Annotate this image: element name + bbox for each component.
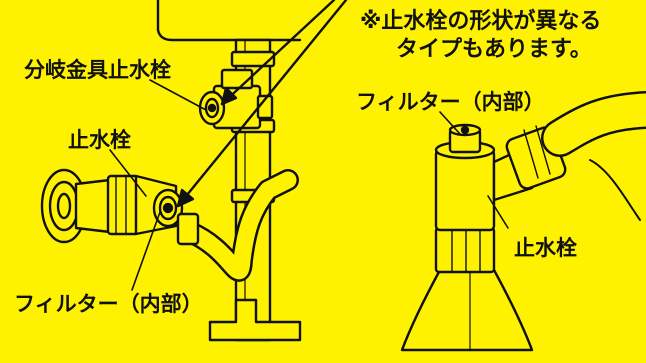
cabinet-edge <box>156 0 302 42</box>
label-filter-left: フィルター（内部） <box>14 292 203 316</box>
valve-cylinder <box>434 148 496 232</box>
flex-hose-inner <box>181 171 297 280</box>
note-line-1: ※止水栓の形状が異なる <box>360 9 602 34</box>
left-plumbing-drawing <box>40 0 302 342</box>
right-hose-inner <box>543 93 646 155</box>
label-stop-valve-right: 止水栓 <box>514 236 577 260</box>
pointer-arrows <box>176 0 348 208</box>
label-stop-valve-left: 止水栓 <box>68 128 131 152</box>
note-line-2: タイプもあります。 <box>396 37 592 62</box>
base-plate <box>208 298 302 342</box>
right-valve-drawing <box>400 91 646 352</box>
left-callout-lines <box>109 79 207 291</box>
valve-bell-base <box>400 268 534 352</box>
right-callout-lines <box>439 111 509 229</box>
label-branch-valve: 分岐金具止水栓 <box>24 58 171 82</box>
label-filter-right: フィルター（内部） <box>356 90 545 114</box>
stop-valve-left <box>74 174 200 246</box>
